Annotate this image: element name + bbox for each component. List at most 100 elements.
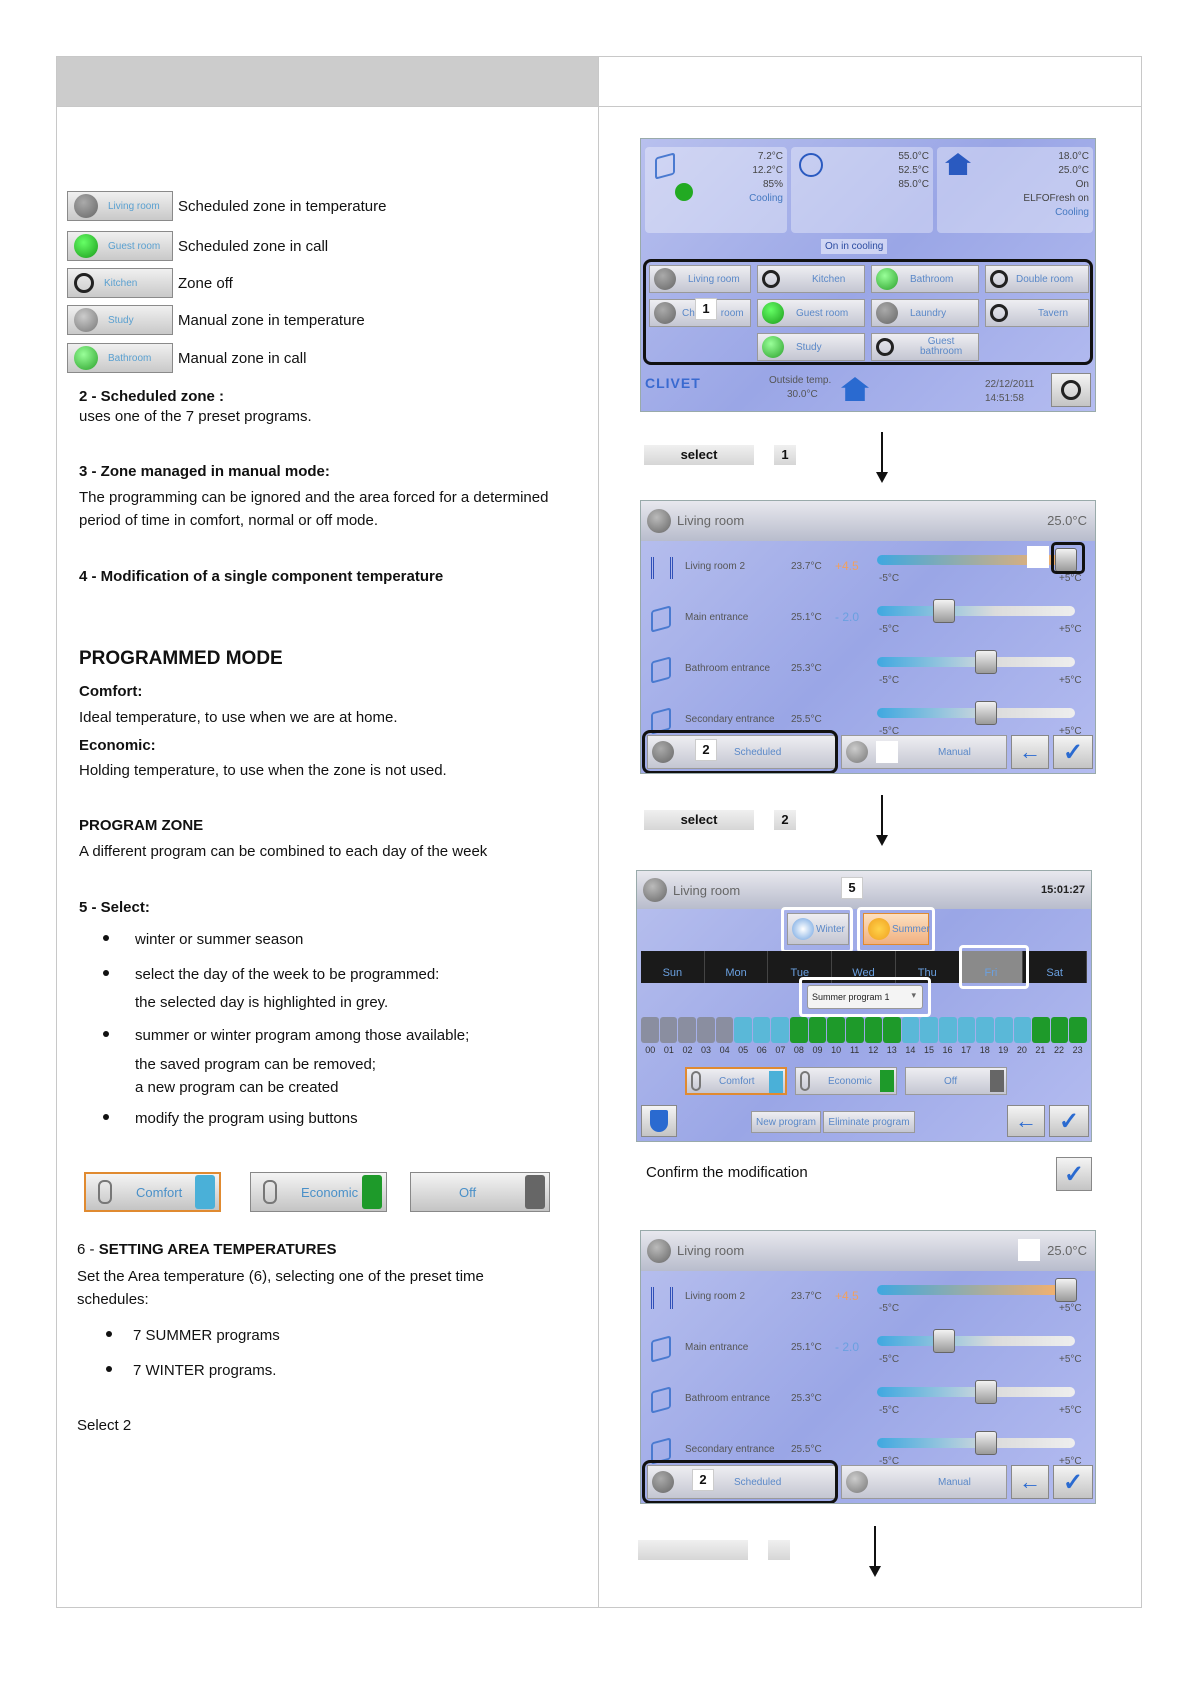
economic-mode-button[interactable]: Economic: [795, 1067, 897, 1095]
hour-label: 10: [831, 1045, 842, 1055]
hour-cell[interactable]: [920, 1017, 938, 1043]
offset-slider[interactable]: [877, 1336, 1075, 1346]
component-name: Secondary entrance: [685, 1444, 775, 1455]
back-button[interactable]: ←: [1011, 1465, 1049, 1499]
program-select[interactable]: Summer program 1▾: [807, 985, 923, 1009]
screenshot-program-editor: Living room 5 15:01:27 Winter Summer Sun…: [636, 870, 1092, 1142]
hour-cell[interactable]: [864, 1017, 883, 1043]
hour-cell[interactable]: [1069, 1017, 1087, 1043]
hour-cell[interactable]: [957, 1017, 976, 1043]
p2-v1: 52.5°C: [898, 165, 929, 176]
zone-tavern[interactable]: Tavern: [985, 299, 1089, 327]
section-2-title: 2 - Scheduled zone :: [79, 388, 225, 405]
back-button[interactable]: ←: [1011, 735, 1049, 769]
comfort-mode-button[interactable]: Comfort: [685, 1067, 787, 1095]
confirm-button[interactable]: ✓: [1049, 1105, 1089, 1137]
offset-slider[interactable]: [877, 606, 1075, 616]
summer-button[interactable]: Summer: [863, 913, 930, 945]
zone-study[interactable]: Study: [757, 333, 865, 361]
hour-cell[interactable]: [976, 1017, 994, 1043]
hour-cell[interactable]: [659, 1017, 678, 1043]
back-button[interactable]: ←: [1007, 1105, 1045, 1137]
section-6-line2: schedules:: [77, 1291, 149, 1308]
hour-label: 02: [682, 1045, 693, 1055]
hour-cell[interactable]: [845, 1017, 864, 1043]
legend-text: Scheduled zone in temperature: [178, 197, 387, 215]
hour-cell[interactable]: [994, 1017, 1013, 1043]
select-2-text: Select 2: [77, 1417, 132, 1434]
radiator-icon: [651, 557, 673, 579]
economic-button[interactable]: Economic: [250, 1172, 387, 1212]
bullet-day-sub: the selected day is highlighted in grey.: [135, 994, 389, 1011]
power-button[interactable]: [1051, 373, 1091, 407]
zone-guest-room[interactable]: Guest room: [757, 299, 865, 327]
home-icon[interactable]: [841, 377, 869, 401]
slider-knob[interactable]: [975, 1431, 997, 1455]
header-left-band: [57, 57, 598, 107]
offset-slider[interactable]: [877, 555, 1075, 565]
eliminate-program-button[interactable]: Eliminate program: [823, 1111, 915, 1133]
component-offset: - 2.0: [835, 1340, 860, 1354]
hour-cell[interactable]: [1032, 1017, 1050, 1043]
confirm-button[interactable]: ✓: [1053, 1465, 1093, 1499]
confirm-check-button[interactable]: ✓: [1056, 1157, 1092, 1191]
scheduled-button[interactable]: Scheduled: [647, 1465, 837, 1499]
slider-knob[interactable]: [975, 1380, 997, 1404]
manual-button[interactable]: Manual: [841, 1465, 1007, 1499]
clock-icon: [647, 1239, 671, 1263]
hour-cell[interactable]: [939, 1017, 957, 1043]
hour-cell[interactable]: [696, 1017, 715, 1043]
off-mode-button[interactable]: Off: [905, 1067, 1007, 1095]
slider-knob[interactable]: [933, 599, 955, 623]
unit-icon: [651, 605, 671, 633]
offset-slider[interactable]: [877, 1285, 1075, 1295]
slider-knob[interactable]: [975, 701, 997, 725]
day-tab[interactable]: Sat: [1023, 951, 1088, 983]
slider-knob[interactable]: [1055, 1278, 1077, 1302]
hour-cell[interactable]: [734, 1017, 752, 1043]
day-tab[interactable]: Sun: [641, 951, 705, 983]
slider-max: +5°C: [1059, 1405, 1082, 1416]
winter-button[interactable]: Winter: [787, 913, 849, 945]
day-tab[interactable]: Fri: [959, 951, 1024, 983]
hour-cell[interactable]: [808, 1017, 827, 1043]
zone-double-room[interactable]: Double room: [985, 265, 1089, 293]
day-tab[interactable]: Mon: [704, 951, 769, 983]
hour-cells[interactable]: [641, 1017, 1087, 1043]
check-icon: ✓: [1062, 738, 1084, 766]
hour-cell[interactable]: [678, 1017, 696, 1043]
zone-living-room[interactable]: Living room: [649, 265, 751, 293]
new-program-button[interactable]: New program: [751, 1111, 821, 1133]
arrow-3-head: [869, 1566, 881, 1577]
unit-icon: [651, 1335, 671, 1363]
comfort-button[interactable]: Comfort: [84, 1172, 221, 1212]
economic-text: Holding temperature, to use when the zon…: [79, 762, 447, 779]
confirm-button[interactable]: ✓: [1053, 735, 1093, 769]
hour-cell[interactable]: [901, 1017, 920, 1043]
hour-label: 11: [849, 1045, 860, 1055]
hour-cell[interactable]: [1050, 1017, 1069, 1043]
slider-knob[interactable]: [933, 1329, 955, 1353]
hour-label: 03: [701, 1045, 712, 1055]
zone-kitchen[interactable]: Kitchen: [757, 265, 865, 293]
status-icon: [675, 183, 693, 201]
manual-button[interactable]: Manual: [841, 735, 1007, 769]
hour-cell[interactable]: [641, 1017, 659, 1043]
hour-cell[interactable]: [827, 1017, 845, 1043]
shield-button[interactable]: [641, 1105, 677, 1137]
off-button[interactable]: Off: [410, 1172, 550, 1212]
hour-cell[interactable]: [883, 1017, 901, 1043]
scheduled-button[interactable]: Scheduled: [647, 735, 837, 769]
hour-cell[interactable]: [771, 1017, 789, 1043]
hour-cell[interactable]: [752, 1017, 771, 1043]
hour-cell[interactable]: [790, 1017, 808, 1043]
hour-cell[interactable]: [715, 1017, 734, 1043]
slider-knob[interactable]: [975, 650, 997, 674]
bullet-winter-programs: 7 WINTER programs.: [133, 1362, 277, 1379]
hour-cell[interactable]: [1013, 1017, 1032, 1043]
zone-laundry[interactable]: Laundry: [871, 299, 979, 327]
zone-bathroom[interactable]: Bathroom: [871, 265, 979, 293]
hour-label: 19: [998, 1045, 1009, 1055]
